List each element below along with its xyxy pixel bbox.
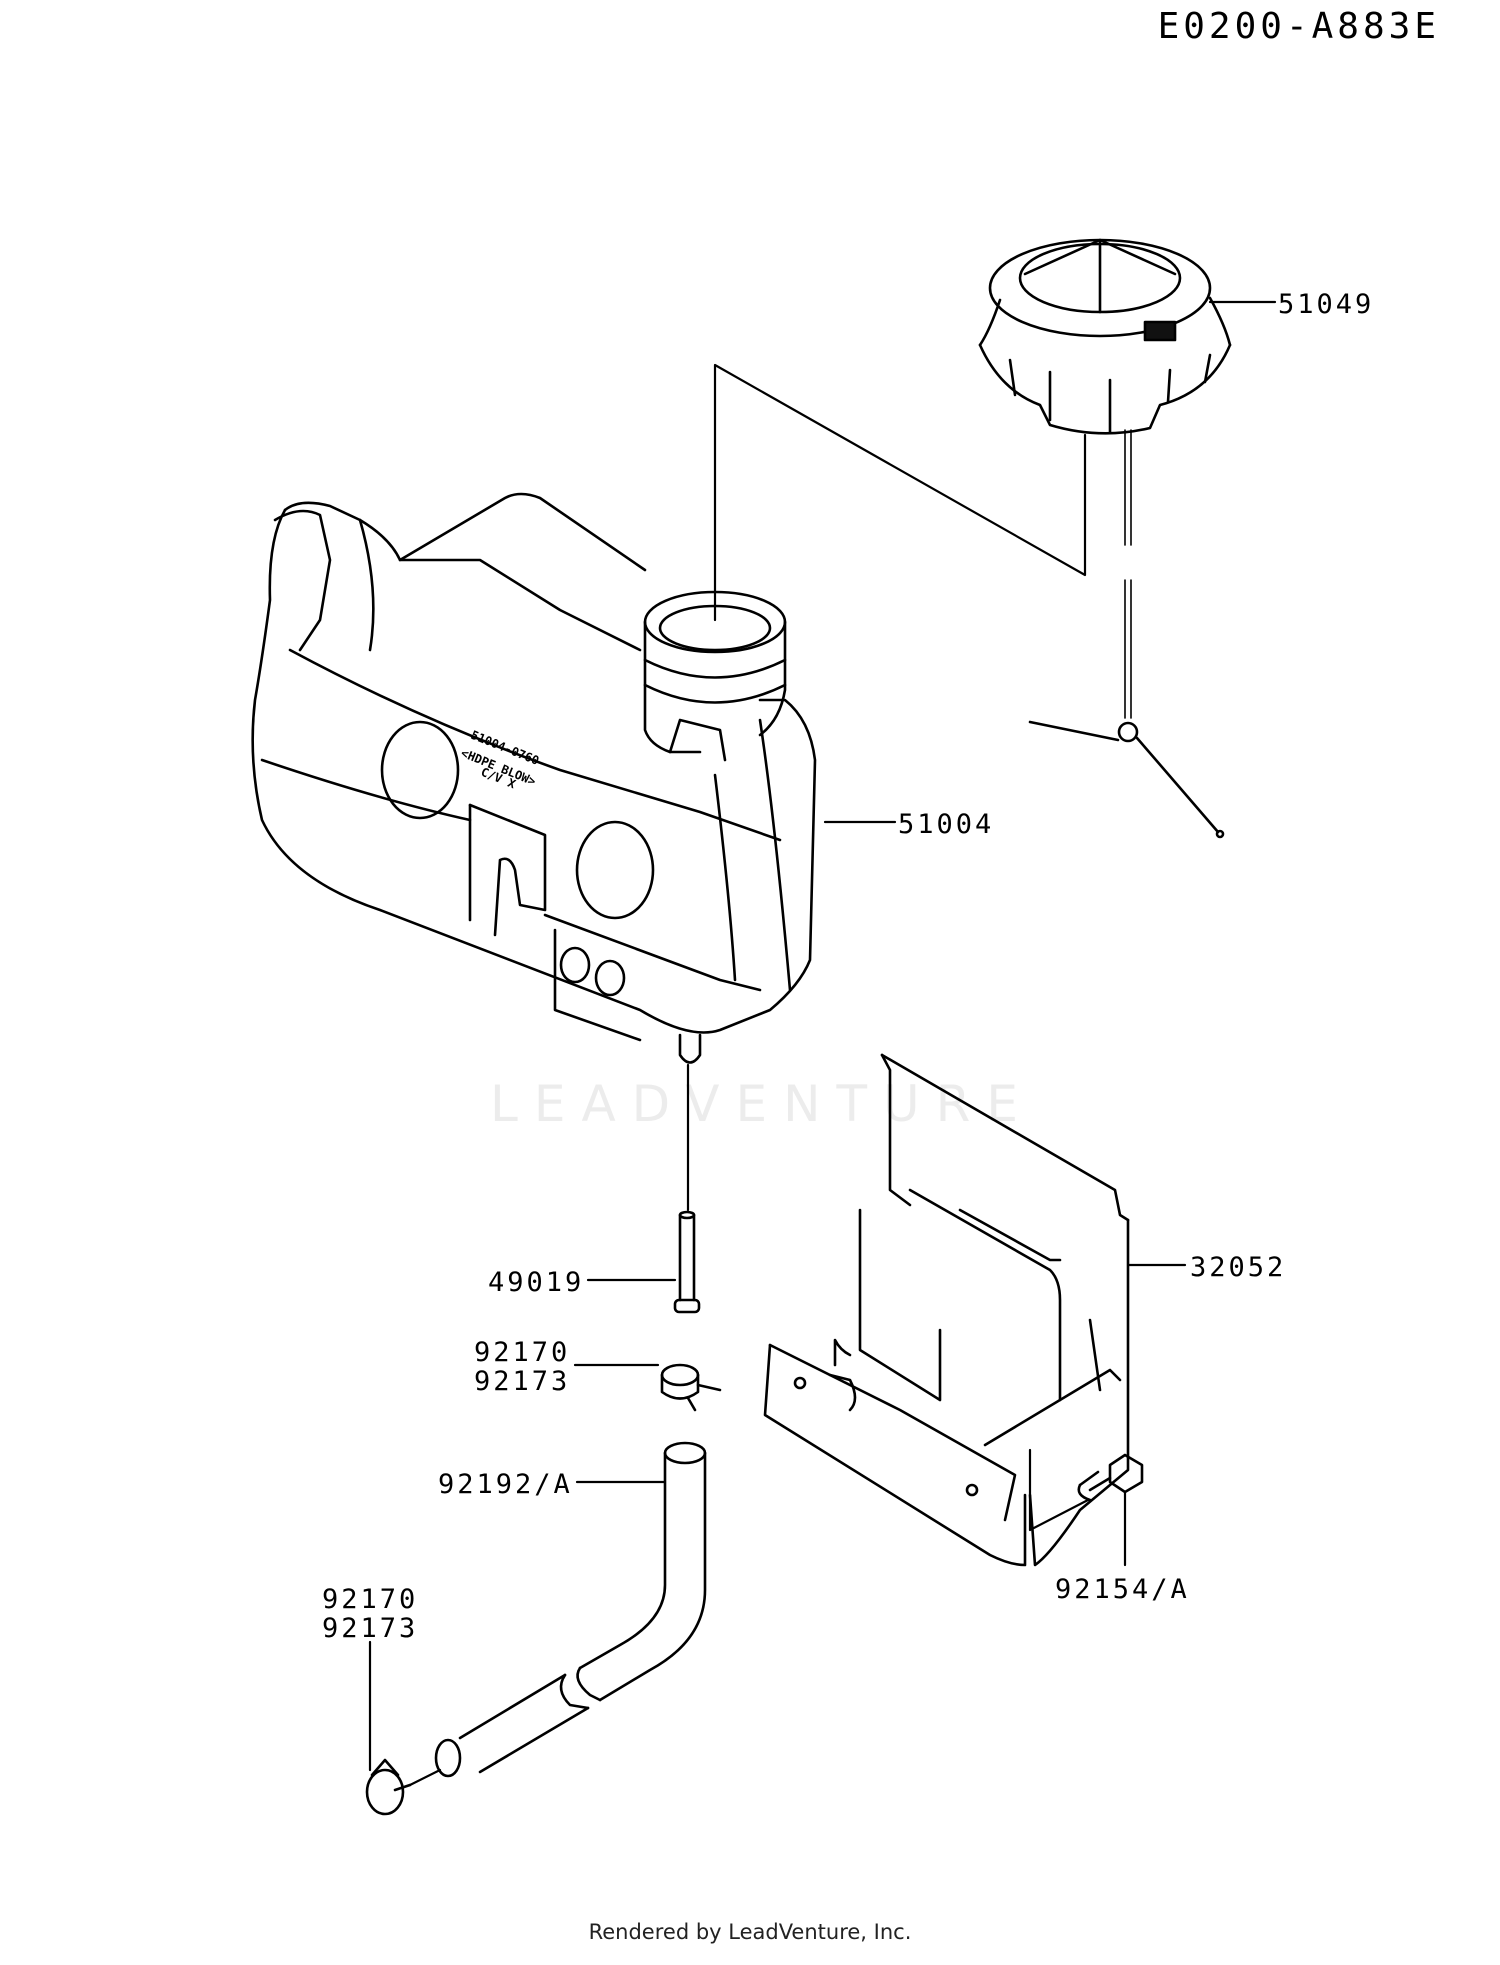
footer-credit: Rendered by LeadVenture, Inc. — [588, 1920, 912, 1944]
dipstick-drawing — [1028, 429, 1225, 839]
bracket-drawing[interactable] — [763, 1053, 1130, 1567]
part-label-49019[interactable]: 49019 — [488, 1267, 585, 1298]
part-label-92154a[interactable]: 92154/A — [1055, 1574, 1190, 1605]
bolt-alignment-line — [1028, 1448, 1090, 1532]
lower-clamp-drawing[interactable] — [365, 1758, 412, 1816]
joint-drawing[interactable] — [673, 1210, 701, 1314]
tank-molding-text: 51004-0760 <HDPE BLOW> C/V X — [459, 728, 541, 792]
fuel-hose-drawing[interactable] — [434, 1441, 707, 1778]
diagram-code: E0200-A883E — [1157, 6, 1440, 47]
upper-clamp-drawing[interactable] — [660, 1363, 722, 1412]
part-label-92170-lower[interactable]: 92170 — [322, 1584, 419, 1615]
part-label-92170-upper[interactable]: 92170 — [474, 1337, 571, 1368]
part-label-51004[interactable]: 51004 — [898, 809, 995, 840]
part-label-32052[interactable]: 32052 — [1190, 1252, 1287, 1283]
bolt-drawing[interactable] — [1077, 1453, 1144, 1502]
fuel-tank-drawing[interactable] — [251, 492, 817, 1064]
part-label-51049[interactable]: 51049 — [1278, 289, 1375, 320]
part-label-92192a[interactable]: 92192/A — [438, 1469, 573, 1500]
part-label-92173-lower[interactable]: 92173 — [322, 1613, 419, 1644]
watermark: LEADVENTURE — [490, 1075, 1034, 1133]
cap-alignment-line — [713, 363, 1087, 622]
fuel-cap-drawing[interactable] — [978, 238, 1232, 435]
part-label-92173-upper[interactable]: 92173 — [474, 1366, 571, 1397]
lower-clamp-hose-line — [408, 1768, 442, 1787]
